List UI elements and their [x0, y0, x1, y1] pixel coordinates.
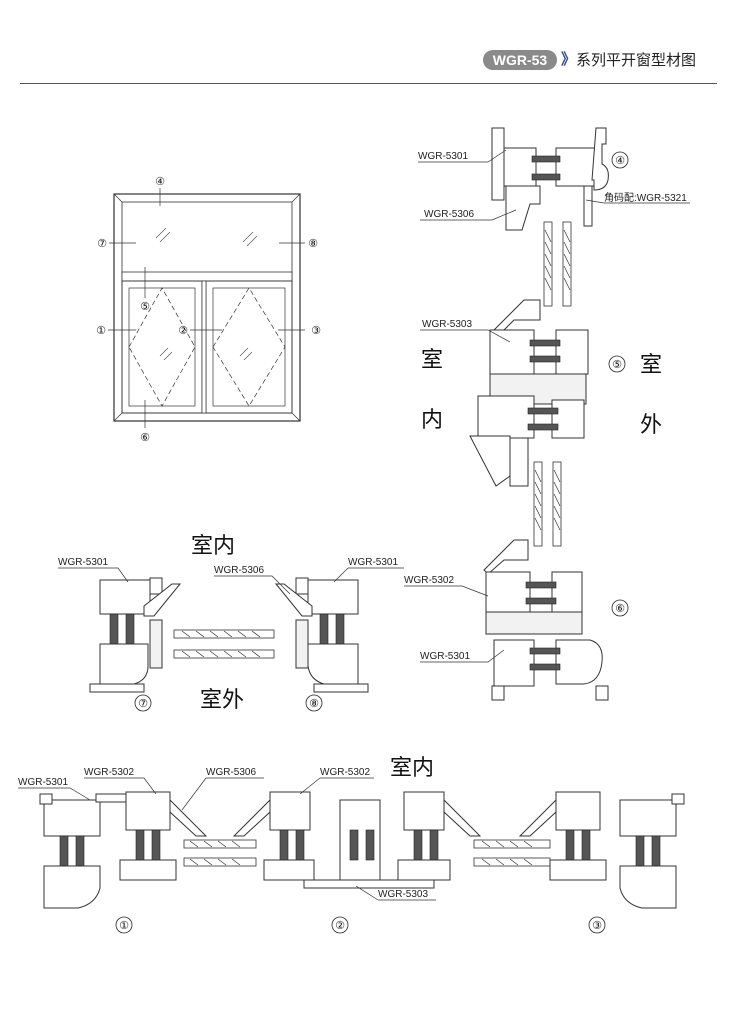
series-badge: WGR-53 — [483, 50, 557, 70]
side-outdoor-label: 室外 — [200, 688, 244, 713]
side-section — [58, 567, 404, 712]
marker-2: ② — [178, 324, 188, 337]
bottom-label-wgr-5302-right: WGR-5302 — [320, 767, 370, 778]
side-label-wgr-5306: WGR-5306 — [214, 565, 264, 576]
vertical-section — [404, 127, 690, 701]
bottom-marker-2: ② — [335, 919, 345, 932]
section-marker-5: ⑤ — [612, 358, 622, 371]
side-indoor-label: 室内 — [191, 534, 235, 559]
side-marker-7: ⑦ — [138, 697, 148, 710]
label-wgr-5306: WGR-5306 — [424, 209, 474, 220]
label-wgr-5301-bottom: WGR-5301 — [420, 651, 470, 662]
bottom-label-wgr-5303: WGR-5303 — [378, 889, 428, 900]
page-title: 系列平开窗型材图 — [576, 51, 697, 69]
bottom-label-wgr-5306: WGR-5306 — [206, 767, 256, 778]
side-marker-8: ⑧ — [309, 697, 319, 710]
side-label-wgr-5301-left: WGR-5301 — [58, 557, 108, 568]
label-wgr-5303: WGR-5303 — [422, 319, 472, 330]
outdoor-char-1: 室 — [640, 353, 662, 378]
bottom-label-wgr-5302-left: WGR-5302 — [84, 767, 134, 778]
side-label-wgr-5301-right: WGR-5301 — [348, 557, 398, 568]
label-corner-key: 角码配:WGR-5321 — [604, 192, 687, 204]
badge-arrow-icon: 》 — [561, 51, 577, 68]
section-marker-6: ⑥ — [615, 602, 625, 615]
window-elevation — [108, 188, 305, 428]
marker-8: ⑧ — [308, 237, 318, 250]
bottom-marker-1: ① — [119, 919, 129, 932]
indoor-char-2: 内 — [421, 408, 443, 433]
label-wgr-5302: WGR-5302 — [404, 575, 454, 586]
bottom-section — [18, 777, 685, 934]
marker-7: ⑦ — [97, 237, 107, 250]
label-wgr-5301-top: WGR-5301 — [418, 151, 468, 162]
bottom-marker-3: ③ — [592, 919, 602, 932]
marker-6: ⑥ — [140, 431, 150, 444]
section-marker-4: ④ — [615, 154, 625, 167]
indoor-char-1: 室 — [421, 348, 443, 373]
header-rule — [20, 83, 717, 84]
outdoor-char-2: 外 — [640, 413, 662, 438]
bottom-indoor-label: 室内 — [390, 756, 434, 781]
marker-1: ① — [96, 324, 106, 337]
marker-3: ③ — [311, 324, 321, 337]
bottom-label-wgr-5301: WGR-5301 — [18, 777, 68, 788]
marker-4: ④ — [155, 175, 165, 188]
marker-5: ⑤ — [140, 300, 150, 313]
